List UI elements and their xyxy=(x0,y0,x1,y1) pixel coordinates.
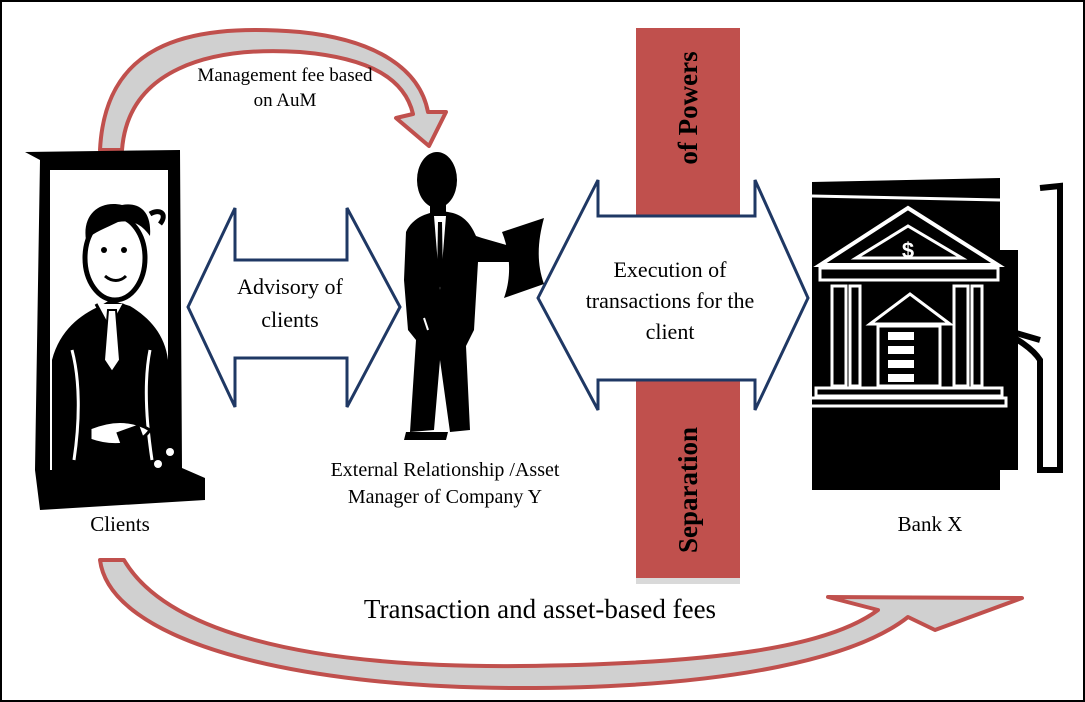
separation-top-label: of Powers xyxy=(673,51,703,164)
separation-bottom-label: Separation xyxy=(673,427,703,553)
manager-silhouette-icon xyxy=(404,152,544,440)
bank-building-icon: $ xyxy=(808,178,1063,490)
advisory-label: Advisory of clients xyxy=(237,274,343,332)
client-clipart-icon xyxy=(25,150,205,510)
execution-double-arrow xyxy=(536,179,810,411)
bank-label: Bank X xyxy=(897,512,963,536)
transaction-fee-curved-arrow xyxy=(98,558,1024,690)
management-fee-label: Management fee based on AuM xyxy=(197,65,373,111)
execution-label: Execution of transactions for the client xyxy=(585,257,755,344)
bank-sign-glyph: $ xyxy=(902,238,914,263)
clients-label: Clients xyxy=(90,512,150,536)
advisory-double-arrow xyxy=(186,207,402,408)
transaction-fees-label: Transaction and asset-based fees xyxy=(363,594,717,624)
separation-bar-shadow xyxy=(636,578,740,584)
management-fee-curved-arrow xyxy=(98,28,448,152)
external-manager-label: External Relationship /Asset Manager of … xyxy=(330,459,560,508)
